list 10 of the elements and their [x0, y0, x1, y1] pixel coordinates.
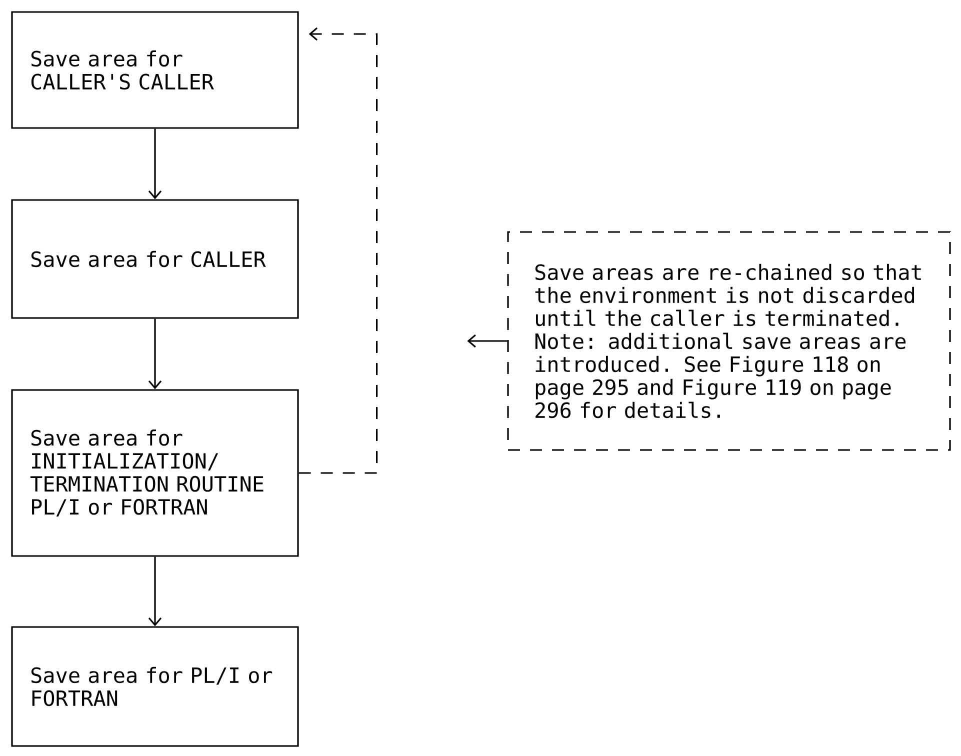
note-box: Save areas are re-chained so that the environment is not discarded until the caller is terminated. Note: additional save areas are introduced. See Figure 118 on page 295 and Figure 119 on page 296 for details.	[507, 231, 951, 451]
process-box: Save area for CALLER'S CALLER	[11, 11, 299, 129]
process-box: Save area for INITIALIZATION/ TERMINATION ROUTINE PL/I or FORTRAN	[11, 389, 299, 557]
arrow	[148, 318, 162, 390]
process-box: Save area for CALLER	[11, 199, 299, 319]
arrow	[148, 128, 162, 200]
arrow	[467, 334, 508, 348]
arrow	[148, 556, 162, 626]
process-box: Save area for PL/I or FORTRAN	[11, 626, 299, 747]
arrow	[298, 27, 378, 474]
